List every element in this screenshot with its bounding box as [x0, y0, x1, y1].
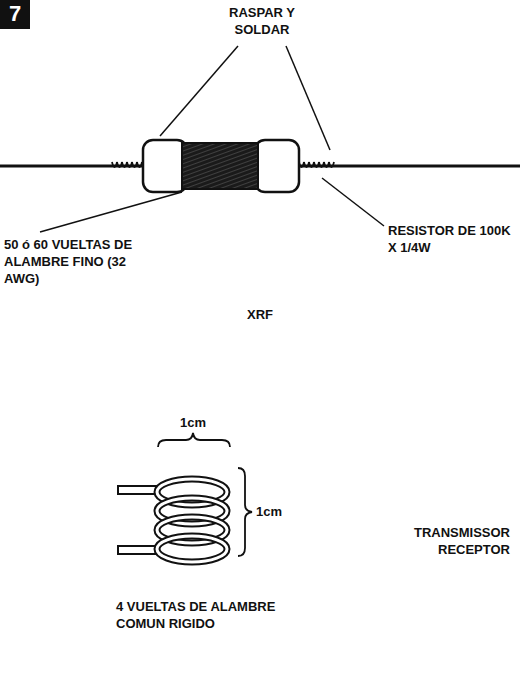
coil-turn-core: [157, 536, 227, 562]
part-label: RESISTOR DE 100K X 1/4W: [388, 222, 514, 256]
figure-title: XRF: [230, 306, 290, 323]
dimension-label: 1cm: [168, 414, 218, 431]
leader-line: [40, 192, 182, 232]
figure-number: 7: [4, 1, 26, 27]
coil-lead: [118, 546, 158, 554]
twist-stroke: [304, 162, 309, 167]
air-coil: [118, 479, 227, 562]
part-label: 50 ó 60 VUELTAS DE ALAMBRE FINO (32 AWG): [4, 236, 136, 287]
note-label: RASPAR Y SOLDAR: [218, 4, 306, 38]
leader-line: [286, 46, 330, 150]
dimension-bracket: [158, 433, 230, 447]
resistor-cap: [255, 140, 299, 192]
choke-winding: [182, 143, 258, 189]
resistor-cap: [143, 140, 187, 192]
leader-line: [160, 46, 238, 136]
twist-stroke: [309, 162, 314, 167]
twist-stroke: [137, 162, 142, 167]
dimension-label: 1cm: [256, 503, 296, 520]
twist-stroke: [132, 162, 137, 167]
twist-stroke: [117, 162, 122, 167]
figure-badge: [0, 0, 30, 29]
part-label: 4 VUELTAS DE ALAMBRE COMUN RIGIDO: [116, 598, 302, 632]
coil-lead: [118, 486, 158, 494]
twist-stroke: [122, 162, 127, 167]
coil-turn: [157, 536, 227, 562]
twist-stroke: [127, 162, 132, 167]
leader-line: [322, 178, 384, 226]
usage-label: TRANSMISSOR RECEPTOR: [378, 524, 510, 558]
twist-stroke: [319, 162, 324, 167]
twist-stroke: [324, 162, 329, 167]
twist-stroke: [314, 162, 319, 167]
twist-stroke: [329, 162, 334, 167]
dimension-bracket: [238, 468, 252, 556]
twist-stroke: [112, 162, 117, 167]
